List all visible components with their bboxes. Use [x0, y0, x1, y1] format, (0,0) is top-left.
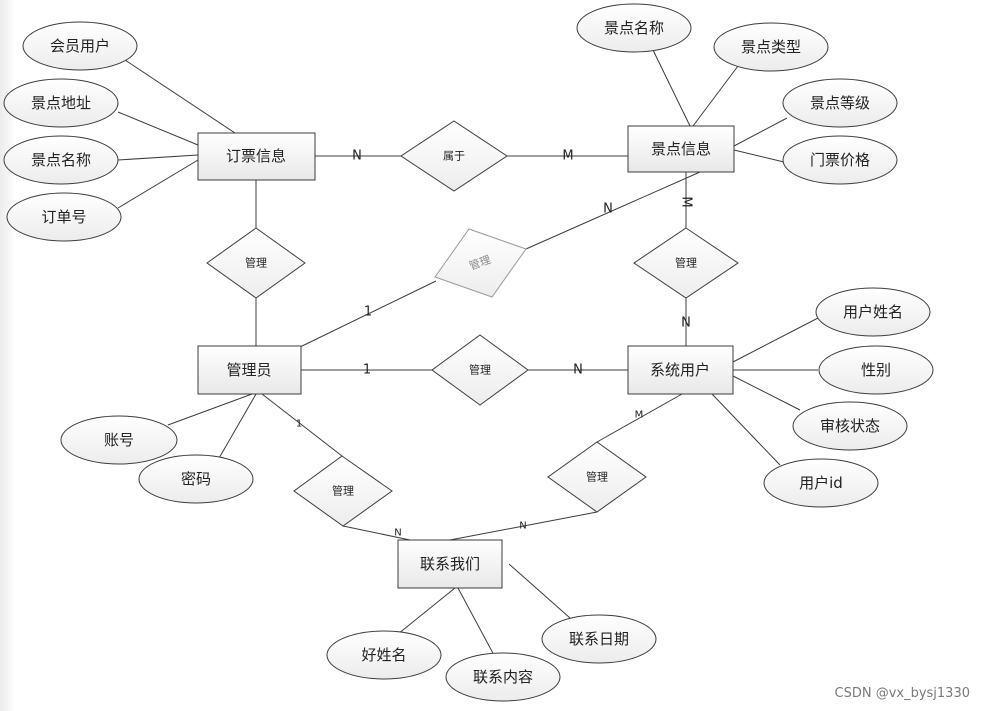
relations: 属于 管理 管理 管理 管理 管理 管理 [206, 120, 739, 527]
attr-label: 景点类型 [741, 38, 801, 56]
attr-label: 景点等级 [810, 94, 870, 112]
cardinality-label: N [519, 521, 526, 532]
cardinality-label: N [394, 528, 401, 539]
attr-label: 密码 [181, 470, 211, 488]
attr-contact-name: 好姓名 [326, 630, 442, 680]
entity-system-user: 系统用户 [627, 345, 734, 395]
attr-contact-date: 联系日期 [541, 614, 657, 664]
rel-manage-scenic-user: 管理 [633, 227, 739, 299]
attr-ticket-price: 门票价格 [782, 135, 898, 185]
attr-user-fullname: 用户姓名 [815, 287, 931, 337]
rel-label: 属于 [443, 150, 465, 163]
rel-label: 管理 [469, 363, 491, 377]
edge-user-manage-contact [596, 393, 683, 443]
rel-manage-ticket: 管理 [206, 227, 306, 299]
attr-label: 性别 [861, 361, 891, 379]
attr-label: 账号 [104, 431, 134, 449]
edge-account [167, 393, 253, 426]
edge-scenic-grade [733, 117, 788, 147]
rel-label: 管理 [245, 256, 267, 270]
rel-manage-admin-user: 管理 [431, 334, 529, 406]
attr-scenic-type: 景点类型 [713, 22, 829, 72]
attr-label: 联系日期 [569, 630, 629, 648]
attr-scenic-name-1: 景点名称 [3, 135, 119, 185]
edge-user-id [711, 393, 781, 466]
edge-contact-date [508, 563, 571, 619]
edge-admin-manage-contact [261, 393, 343, 457]
attr-label: 会员用户 [50, 37, 110, 55]
entity-scenic-info: 景点信息 [627, 125, 735, 173]
watermark: CSDN @vx_bysj1330 [834, 686, 971, 701]
cardinality-label: N [681, 316, 691, 331]
attr-user-id: 用户id [763, 458, 879, 508]
entity-admin: 管理员 [197, 345, 302, 395]
attr-account: 账号 [60, 415, 178, 465]
attr-password: 密码 [138, 454, 254, 504]
edge-member-user [124, 59, 236, 134]
attributes: 会员用户 景点地址 景点名称 订单号 景点名称 景点类型 景点等级 门票价格 [3, 3, 934, 702]
edges [117, 47, 819, 658]
attr-order-no: 订单号 [6, 192, 122, 242]
attr-label: 门票价格 [810, 151, 870, 169]
attr-contact-content: 联系内容 [445, 652, 561, 702]
attr-label: 用户id [799, 474, 843, 492]
edge-contact-name [397, 587, 456, 635]
edge-scenic-name-2 [651, 47, 691, 127]
edge-manage-contact [342, 525, 411, 541]
edge-review-status [732, 375, 801, 411]
rel-manage-admin-contact: 管理 [293, 455, 393, 527]
rel-manage-user-contact: 管理 [547, 441, 647, 513]
attr-gender: 性别 [818, 345, 934, 395]
attr-label: 景点名称 [31, 151, 91, 169]
attr-label: 联系内容 [473, 668, 533, 686]
cardinality-label: 1 [364, 305, 372, 320]
attr-scenic-address: 景点地址 [3, 78, 119, 128]
entity-ticket-info: 订票信息 [197, 132, 316, 181]
edge-scenic-address [117, 111, 199, 146]
cardinality-label: M [679, 196, 694, 207]
attr-label: 用户姓名 [843, 303, 903, 321]
rel-manage-scenic-faded: 管理 [434, 228, 527, 298]
edge-ticket-price [733, 149, 785, 163]
edge-manage-contact-2 [449, 511, 598, 541]
attr-scenic-grade: 景点等级 [782, 78, 898, 128]
cardinality-label: N [603, 202, 613, 217]
attr-review-status: 审核状态 [792, 401, 908, 451]
cardinalities: N M N 1 M N 1 N 1 N N M [296, 149, 694, 539]
entity-label: 联系我们 [420, 555, 480, 573]
edge-contact-content [457, 587, 496, 658]
attr-label: 订单号 [41, 208, 86, 226]
entity-label: 管理员 [226, 361, 271, 379]
edge-password [217, 393, 257, 461]
cardinality-label: M [562, 149, 573, 164]
rel-label: 管理 [675, 256, 697, 270]
cardinality-label: 1 [363, 363, 371, 378]
attr-scenic-name-2: 景点名称 [576, 3, 692, 53]
entity-label: 订票信息 [226, 147, 286, 165]
edge-order-no [117, 159, 199, 209]
edge-scenic-manage-faded [525, 171, 701, 250]
cardinality-label: M [635, 410, 644, 421]
edge-scenic-name-1 [117, 154, 199, 161]
attr-member-user: 会员用户 [22, 21, 138, 71]
attr-label: 审核状态 [820, 417, 880, 435]
rel-belongs: 属于 [400, 120, 508, 192]
edge-user-fullname [732, 317, 819, 363]
entity-contact-us: 联系我们 [397, 539, 503, 589]
entity-label: 景点信息 [651, 140, 711, 158]
attr-label: 好姓名 [361, 646, 406, 664]
edge-manage-faded-admin [297, 280, 437, 349]
attr-label: 景点地址 [31, 94, 91, 112]
cardinality-label: N [352, 149, 362, 164]
entity-label: 系统用户 [650, 361, 710, 379]
cardinality-label: N [573, 363, 583, 378]
attr-label: 景点名称 [604, 19, 664, 37]
cardinality-label: 1 [296, 419, 302, 430]
rel-label: 管理 [586, 470, 608, 484]
left-edge-strip [0, 0, 14, 711]
entities: 订票信息 景点信息 管理员 系统用户 联系我们 [197, 125, 735, 589]
edge-scenic-type [692, 65, 739, 127]
rel-label: 管理 [332, 484, 354, 498]
